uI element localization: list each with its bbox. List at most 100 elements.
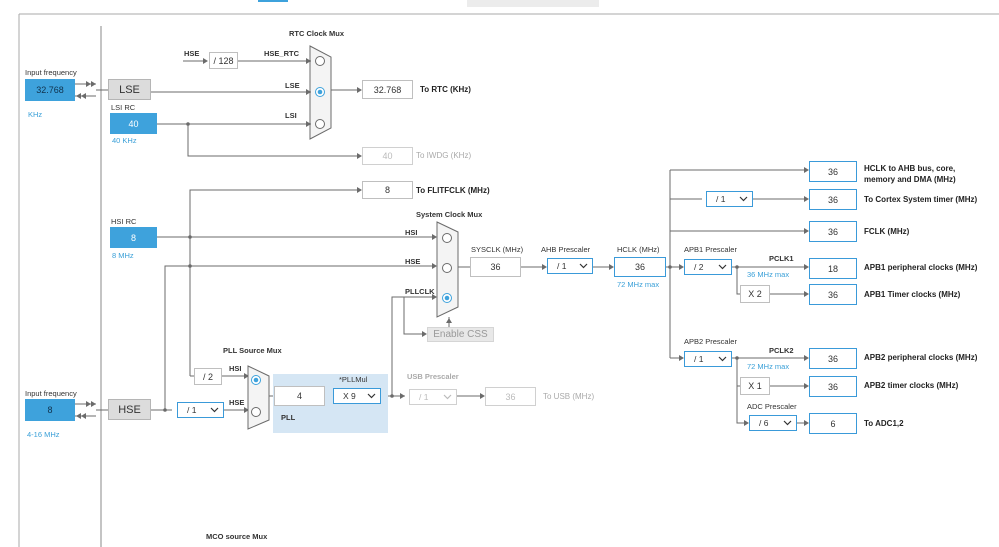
usb-output-value: 36: [485, 387, 536, 406]
hse-button[interactable]: HSE: [108, 399, 151, 420]
chevron-down-icon: [783, 420, 792, 426]
apb2-peripheral-output-label: APB2 peripheral clocks (MHz): [864, 353, 978, 362]
apb2-timer-output-label: APB2 timer clocks (MHz): [864, 381, 959, 390]
chevron-down-icon: [739, 196, 748, 202]
ahb-prescaler-value: / 1: [557, 261, 567, 271]
hse-prediv-select[interactable]: / 1: [177, 402, 224, 418]
cortex-prescaler-value: / 1: [716, 194, 726, 204]
pll-hsi-div2-box: / 2: [194, 368, 222, 385]
hse-prediv-value: / 1: [187, 405, 197, 415]
hse-unit-label: 4-16 MHz: [27, 430, 60, 439]
apb2-prescaler-value: / 1: [694, 354, 704, 364]
apb1-timer-output-field[interactable]: 36: [809, 284, 857, 305]
apb1-max-label: 36 MHz max: [747, 270, 790, 279]
hse-input-frequency-field[interactable]: 8: [25, 399, 75, 421]
apb1-timer-multiplier: X 2: [740, 285, 770, 303]
sysmux-hsi-label: HSI: [405, 228, 418, 237]
adc-prescaler-select[interactable]: / 6: [749, 415, 797, 431]
usb-prescaler-label: USB Prescaler: [407, 372, 459, 381]
adc-output-label: To ADC1,2: [864, 419, 904, 428]
lsi-rc-label: LSI RC: [111, 103, 136, 112]
ahb-prescaler-select[interactable]: / 1: [547, 258, 593, 274]
lse-input-frequency-field[interactable]: 32.768: [25, 79, 75, 101]
lsi-rc-value: 40: [110, 113, 157, 134]
chevron-down-icon: [718, 264, 727, 270]
adc-prescaler-value: / 6: [759, 418, 769, 428]
pll-mul-label: *PLLMul: [339, 375, 368, 384]
pll-input-value: 4: [274, 386, 325, 406]
iwdg-output-label: To IWDG (KHz): [416, 151, 472, 160]
toolbar-search-remnant: [467, 0, 599, 7]
chevron-down-icon: [367, 393, 376, 399]
chevron-down-icon: [210, 407, 219, 413]
apb1-prescaler-label: APB1 Prescaler: [684, 245, 737, 254]
rtc-hse-div128-box: / 128: [209, 52, 238, 69]
cortex-timer-output-field[interactable]: 36: [809, 189, 857, 210]
apb2-timer-multiplier: X 1: [740, 377, 770, 395]
lsi-unit-label: 40 KHz: [112, 136, 137, 145]
rtc-lsi-label: LSI: [285, 111, 297, 120]
sysclk-label: SYSCLK (MHz): [471, 245, 524, 254]
fclk-output-field[interactable]: 36: [809, 221, 857, 242]
apb1-prescaler-value: / 2: [694, 262, 704, 272]
rtc-output-value: 32.768: [362, 80, 413, 99]
apb2-prescaler-label: APB2 Prescaler: [684, 337, 737, 346]
sysmux-pllclk-label: PLLCLK: [405, 287, 435, 296]
flitfclk-output-value: 8: [362, 181, 413, 199]
lse-input-frequency-label: Input frequency: [25, 68, 77, 77]
sysmux-hse-label: HSE: [405, 257, 421, 266]
hclk-ahb-output-field[interactable]: 36: [809, 161, 857, 182]
rtc-output-label: To RTC (KHz): [420, 85, 471, 94]
hclk-value-field[interactable]: 36: [614, 257, 666, 277]
pll-source-mux-shape: [247, 365, 270, 430]
apb2-max-label: 72 MHz max: [747, 362, 790, 371]
hclk-label: HCLK (MHz): [617, 245, 660, 254]
hclk-ahb-output-label-line2: memory and DMA (MHz): [864, 175, 956, 184]
usb-prescaler-select[interactable]: / 1: [409, 389, 457, 405]
pclk2-label: PCLK2: [769, 346, 794, 355]
rtc-hse-rtc-label: HSE_RTC: [264, 49, 300, 58]
rtc-hse-input-label: HSE: [184, 49, 200, 58]
apb2-timer-output-field[interactable]: 36: [809, 376, 857, 397]
chevron-down-icon: [579, 263, 588, 269]
lse-button[interactable]: LSE: [108, 79, 151, 100]
system-clock-mux-title: System Clock Mux: [416, 210, 483, 219]
cortex-timer-output-label: To Cortex System timer (MHz): [864, 195, 978, 204]
hclk-max-label: 72 MHz max: [617, 280, 660, 289]
iwdg-output-value: 40: [362, 147, 413, 165]
pclk1-label: PCLK1: [769, 254, 794, 263]
hsi-rc-label: HSI RC: [111, 217, 137, 226]
hclk-ahb-output-label: HCLK to AHB bus, core,: [864, 164, 956, 173]
hse-input-frequency-label: Input frequency: [25, 389, 77, 398]
rtc-clock-mux-title: RTC Clock Mux: [289, 29, 345, 38]
enable-css-button[interactable]: Enable CSS: [427, 327, 494, 342]
toolbar-tab-remnant: [258, 0, 288, 9]
adc-output-field[interactable]: 6: [809, 413, 857, 434]
usb-output-label: To USB (MHz): [543, 392, 595, 401]
apb1-timer-output-label: APB1 Timer clocks (MHz): [864, 290, 961, 299]
flitfclk-output-label: To FLITFCLK (MHz): [416, 186, 490, 195]
fclk-output-label: FCLK (MHz): [864, 227, 910, 236]
usb-prescaler-value: / 1: [419, 392, 429, 402]
lse-unit-label: KHz: [28, 110, 43, 119]
sysclk-value: 36: [470, 257, 521, 277]
apb1-peripheral-output-field[interactable]: 18: [809, 258, 857, 279]
apb1-peripheral-output-label: APB1 peripheral clocks (MHz): [864, 263, 978, 272]
hsi-unit-label: 8 MHz: [112, 251, 134, 260]
hsi-rc-value: 8: [110, 227, 157, 248]
cortex-timer-prescaler-select[interactable]: / 1: [706, 191, 753, 207]
pll-multiplier-select[interactable]: X 9: [333, 388, 381, 404]
apb2-prescaler-select[interactable]: / 1: [684, 351, 732, 367]
chevron-down-icon: [443, 394, 452, 400]
chevron-down-icon: [718, 356, 727, 362]
rtc-lse-label: LSE: [285, 81, 300, 90]
pllsrc-hsi-label: HSI: [229, 364, 242, 373]
adc-prescaler-label: ADC Prescaler: [747, 402, 797, 411]
mco-source-mux-title: MCO source Mux: [206, 532, 268, 541]
apb1-prescaler-select[interactable]: / 2: [684, 259, 732, 275]
pllsrc-hse-label: HSE: [229, 398, 245, 407]
apb2-peripheral-output-field[interactable]: 36: [809, 348, 857, 369]
pll-source-mux-title: PLL Source Mux: [223, 346, 282, 355]
